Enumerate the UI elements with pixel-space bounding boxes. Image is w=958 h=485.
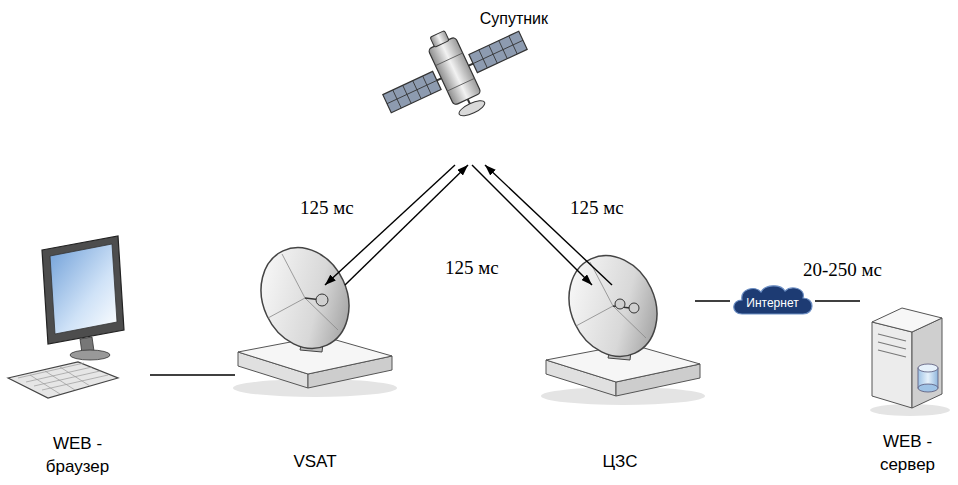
satellite-dish [457, 98, 487, 119]
cloud-shape [734, 286, 812, 314]
device-label: VSAT [293, 450, 336, 473]
vsat-node: VSAT [235, 285, 395, 475]
delay-label: 20-250 мс [801, 259, 884, 281]
drive-bays [878, 334, 906, 357]
monitor-base [70, 350, 110, 360]
server-node: WEB - сервер [860, 292, 955, 478]
device-label: WEB - сервер [873, 430, 943, 476]
browser-node: WEB - браузер [5, 235, 150, 480]
hub-dish-icon [541, 241, 705, 405]
panel-grid [383, 71, 441, 112]
tower-front [872, 322, 912, 408]
signal-arrow [485, 165, 612, 285]
keyboard-keys [18, 363, 108, 394]
dish-reflector [553, 241, 673, 371]
tower-side [912, 318, 942, 408]
dish-reflector [245, 233, 365, 363]
link-line [150, 374, 235, 375]
signal-arrow [325, 165, 455, 285]
link-line [815, 300, 860, 301]
dish-rib [576, 262, 646, 338]
keyboard [8, 362, 118, 398]
delay-label: 125 мс [298, 197, 356, 219]
link-line [695, 300, 730, 301]
solar-panel [383, 71, 441, 112]
monitor-frame [42, 236, 124, 344]
monitor-screen [50, 244, 117, 334]
internet-cloud: Интернет [730, 283, 815, 319]
cloud-label: Интернет [746, 296, 798, 310]
device-label: ЦЗС [603, 450, 638, 473]
feed-horn [615, 299, 625, 309]
tower-top [872, 308, 942, 332]
delay-label: 125 мс [568, 197, 626, 219]
disk-top [918, 364, 938, 372]
dish-rib [268, 254, 338, 330]
satellite-node: Супутник [390, 5, 550, 165]
feed-horn [316, 294, 328, 306]
solar-panel [469, 31, 527, 72]
device-label: WEB - браузер [37, 432, 119, 478]
server-icon [870, 308, 950, 416]
feed-horn [629, 303, 639, 313]
disk-bottom [918, 384, 938, 392]
computer-icon [8, 236, 124, 398]
device-label: Супутник [480, 7, 548, 30]
panel-grid [469, 31, 527, 72]
delay-label: 125 мс [443, 257, 501, 279]
satellite-ring [435, 53, 474, 91]
hub-station-node: ЦЗС [545, 285, 695, 475]
satellite-cap [430, 31, 449, 48]
